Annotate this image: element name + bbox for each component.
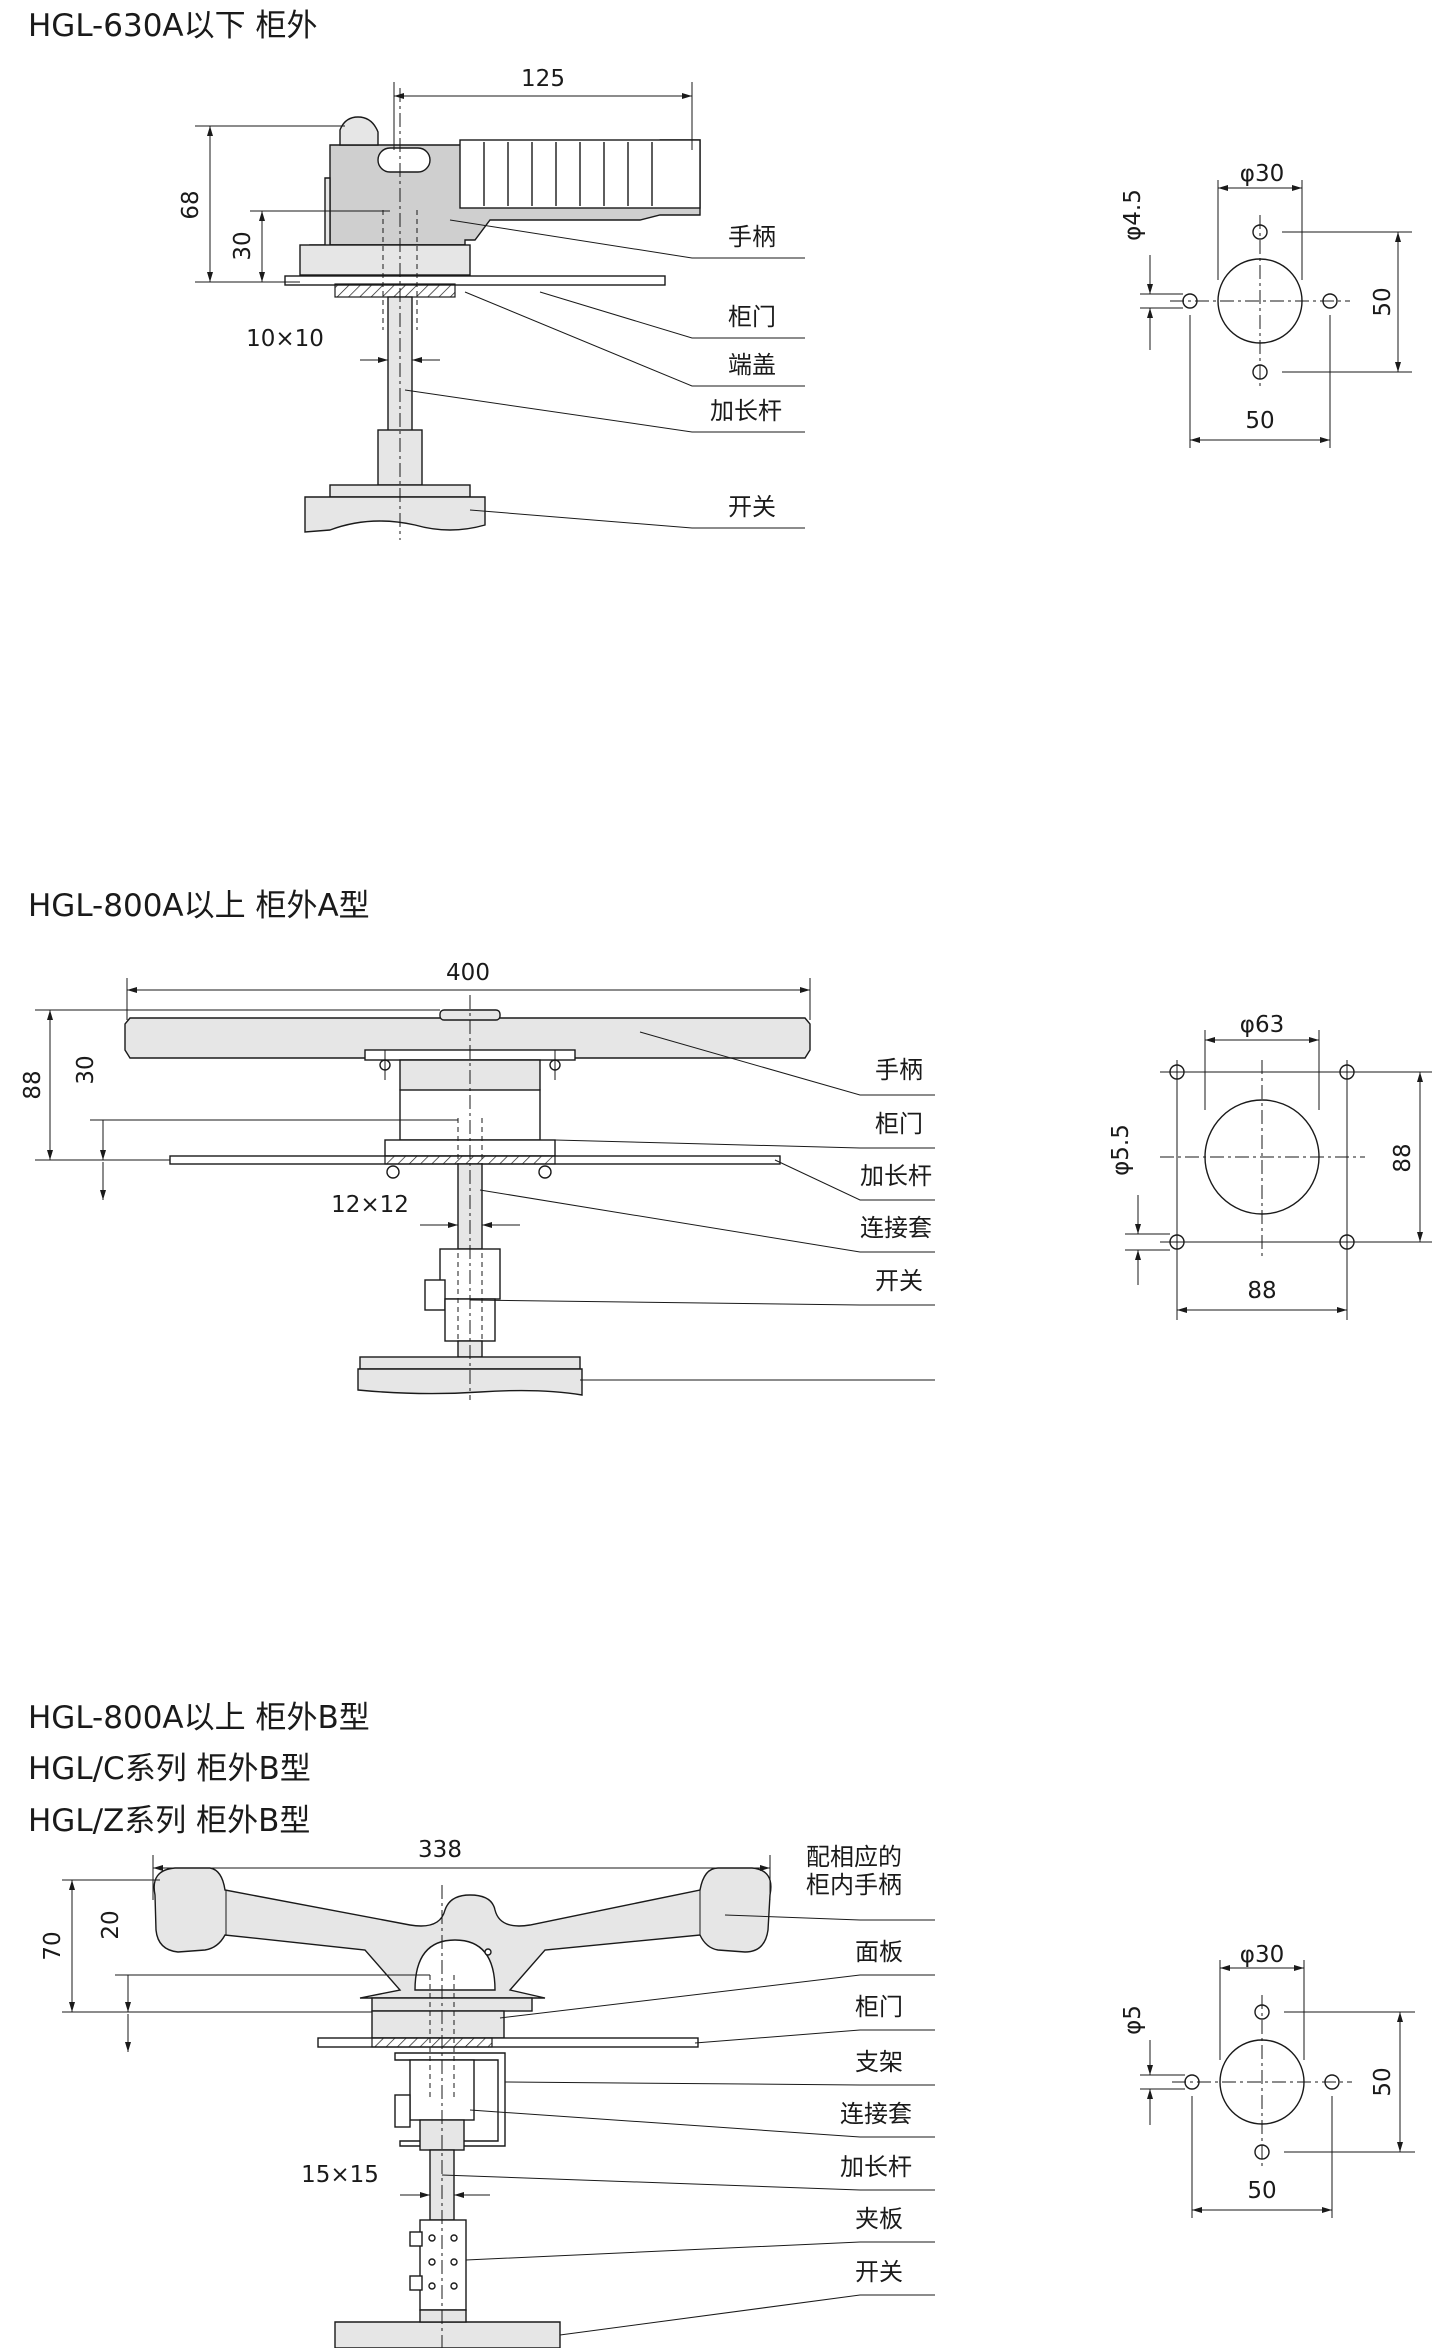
s3-dim-width: 338	[418, 1837, 462, 1863]
s1-dim-height-total: 68	[178, 190, 204, 219]
s2-dim-width: 400	[446, 960, 490, 986]
s1-dim-width: 125	[521, 66, 565, 92]
s2-label-switch: 开关	[875, 1267, 923, 1295]
s3-label-panel: 面板	[855, 1938, 903, 1966]
s2-dim-height-inner: 30	[73, 1055, 99, 1084]
section-1-hole-pattern: φ30 φ4.5 50 50	[1120, 161, 1412, 448]
s3-label-extension-rod: 加长杆	[840, 2153, 912, 2181]
s2-label-door: 柜门	[875, 1110, 923, 1138]
s1-label-door: 柜门	[728, 303, 776, 331]
s3-label-door: 柜门	[855, 1993, 903, 2021]
section-1-title: HGL-630A以下 柜外	[28, 8, 318, 44]
s2-hole-dia: φ5.5	[1108, 1124, 1134, 1176]
s3-hole-center-dia: φ30	[1240, 1942, 1284, 1968]
s1-hole-pitch-v: 50	[1370, 287, 1396, 316]
s3-hole-pitch-h: 50	[1247, 2178, 1276, 2204]
section-2-hole-pattern: φ63 φ5.5 88 88	[1108, 1012, 1432, 1320]
s1-dim-height-inner: 30	[230, 231, 256, 260]
s1-label-extension-rod: 加长杆	[710, 397, 782, 425]
s3-label-clamp-plate: 夹板	[855, 2205, 903, 2233]
s3-hole-dia: φ5	[1120, 2005, 1146, 2035]
s3-label-switch: 开关	[855, 2258, 903, 2286]
s3-label-matching-1: 配相应的	[806, 1843, 902, 1871]
section-1-side-view: 125 68 30 10×10 手柄 柜门 端盖 加长杆 开关	[178, 66, 805, 540]
s3-dim-height-total: 70	[40, 1931, 66, 1960]
section-3-title-2: HGL/C系列 柜外B型	[28, 1751, 311, 1787]
s1-hole-dia: φ4.5	[1120, 189, 1146, 241]
s2-label-extension-rod: 加长杆	[860, 1162, 932, 1190]
s3-hole-pitch-v: 50	[1370, 2067, 1396, 2096]
section-3-hole-pattern: φ30 φ5 50 50	[1120, 1942, 1415, 2218]
s2-hole-center-dia: φ63	[1240, 1012, 1284, 1038]
s1-label-handle: 手柄	[728, 223, 776, 251]
s1-label-end-cap: 端盖	[728, 351, 776, 379]
s2-label-handle: 手柄	[875, 1056, 923, 1084]
s2-hole-pitch-v: 88	[1390, 1143, 1416, 1172]
section-3-title-3: HGL/Z系列 柜外B型	[28, 1803, 311, 1839]
s2-dim-height-total: 88	[20, 1070, 46, 1099]
s3-label-coupling: 连接套	[840, 2100, 912, 2128]
s2-hole-pitch-h: 88	[1247, 1278, 1276, 1304]
s2-dim-shaft: 12×12	[331, 1192, 409, 1218]
s1-hole-center-dia: φ30	[1240, 161, 1284, 187]
section-2-title: HGL-800A以上 柜外A型	[28, 888, 370, 924]
s2-label-coupling: 连接套	[860, 1214, 932, 1242]
s1-label-switch: 开关	[728, 493, 776, 521]
s3-label-bracket: 支架	[855, 2048, 903, 2076]
s3-dim-height-inner: 20	[98, 1910, 124, 1939]
s3-label-matching-2: 柜内手柄	[806, 1871, 902, 1899]
section-3-title-1: HGL-800A以上 柜外B型	[28, 1700, 370, 1736]
s1-hole-pitch-h: 50	[1245, 408, 1274, 434]
section-3-side-view: 338 70 20 15×15 配相应的 柜内手柄 面板 柜门 支架 连接套 加…	[40, 1837, 935, 2348]
section-2-side-view: 400 88 30 12×12 手柄 柜门 加长杆 连接套 开关	[20, 960, 935, 1400]
s1-dim-shaft: 10×10	[246, 326, 324, 352]
s3-dim-shaft: 15×15	[301, 2162, 379, 2188]
